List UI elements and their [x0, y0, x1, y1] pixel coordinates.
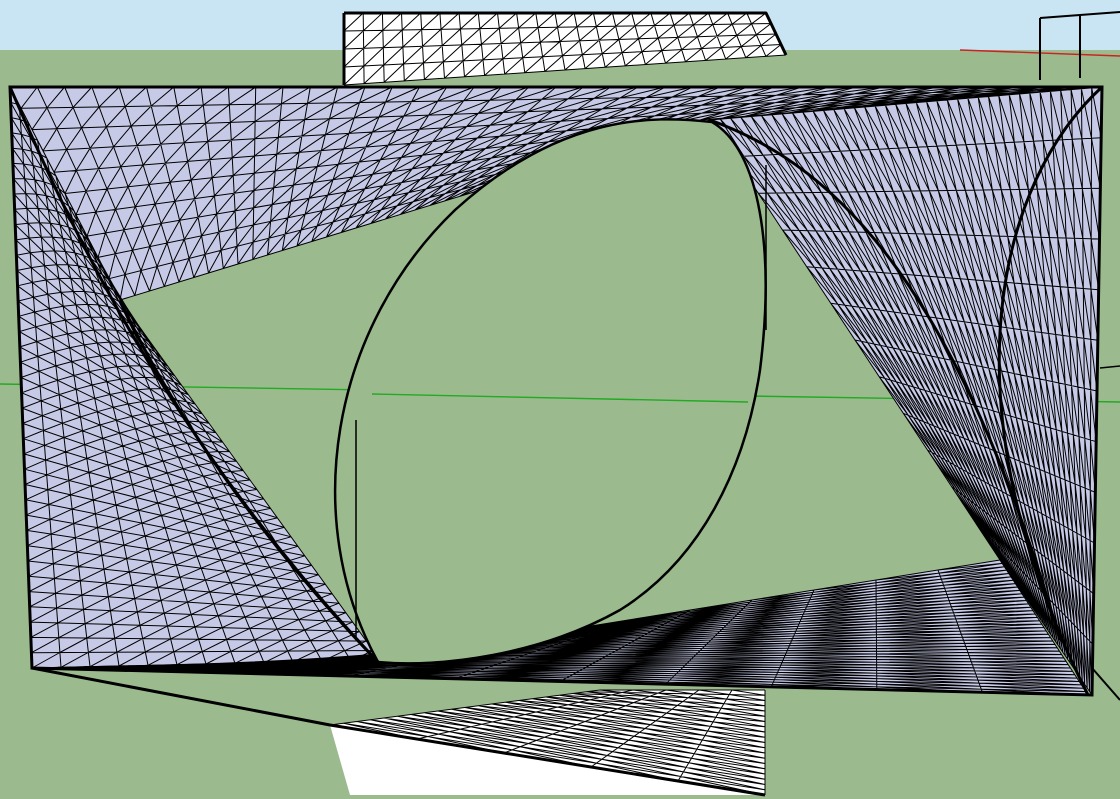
- twisted-surface-faces[interactable]: [9, 86, 1103, 696]
- left-ruled-band-fill: [10, 87, 380, 668]
- outer-frame: [8, 85, 1104, 697]
- right-side-tick: [1099, 365, 1120, 369]
- bottom-ruled-band: [31, 559, 1089, 696]
- surface-outline: [8, 11, 1104, 797]
- top-back-face: [343, 12, 787, 86]
- surface-opening: [334, 118, 767, 665]
- green-axis-through-hole: [371, 393, 749, 403]
- top-right-box-edges: [1039, 11, 1120, 80]
- right-twist-edge: [997, 85, 1104, 696]
- opening-hole: [334, 118, 767, 665]
- top-edge: [342, 11, 788, 85]
- left-ruled-band: [9, 86, 381, 669]
- right-inner-edge: [709, 118, 1062, 641]
- left-inner-edge: [118, 299, 380, 664]
- misc-geometry: [1039, 11, 1120, 701]
- bottom-right-edge: [1091, 667, 1120, 701]
- bottom-edge: [31, 666, 766, 797]
